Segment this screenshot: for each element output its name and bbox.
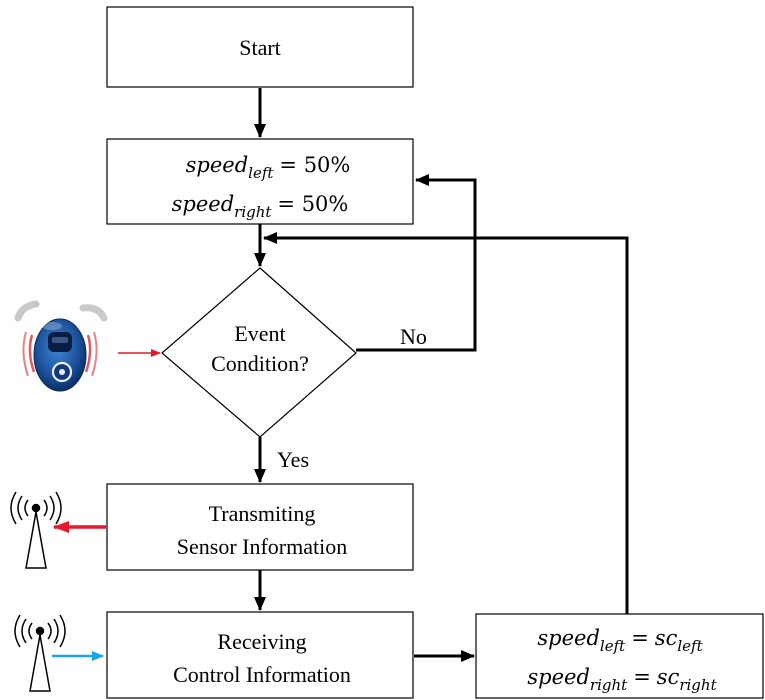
start-label: Start — [239, 35, 281, 60]
decision-label-line2: Condition? — [211, 351, 309, 376]
edge-update-loop — [263, 232, 629, 614]
robot-sensor-icon — [14, 300, 108, 392]
init-node: speedleft= 50% speedright= 50% — [106, 138, 414, 225]
update-speed-right: speedright=scright — [527, 665, 717, 694]
transmit-label-line2: Sensor Information — [177, 534, 347, 559]
decision-node: Event Condition? — [161, 267, 357, 438]
receive-label-line1: Receiving — [217, 629, 306, 654]
init-speed-left: speedleft= 50% — [186, 153, 351, 182]
receive-label-line2: Control Information — [173, 662, 351, 687]
start-node: Start — [106, 6, 414, 88]
decision-label-line1: Event — [234, 321, 285, 346]
no-label: No — [400, 324, 427, 349]
edge-decision-no — [356, 174, 477, 352]
antenna-transmit-icon — [10, 491, 62, 569]
transmit-node: Transmiting Sensor Information — [106, 483, 414, 571]
antenna-receive-icon — [14, 614, 66, 692]
update-speed-left: speedleft=scleft — [537, 626, 703, 655]
receive-node: Receiving Control Information — [106, 611, 414, 699]
yes-label: Yes — [277, 447, 309, 472]
init-speed-right: speedright= 50% — [172, 192, 349, 221]
transmit-label-line1: Transmiting — [209, 501, 316, 526]
update-node: speedleft=scleft speedright=scright — [475, 613, 764, 699]
